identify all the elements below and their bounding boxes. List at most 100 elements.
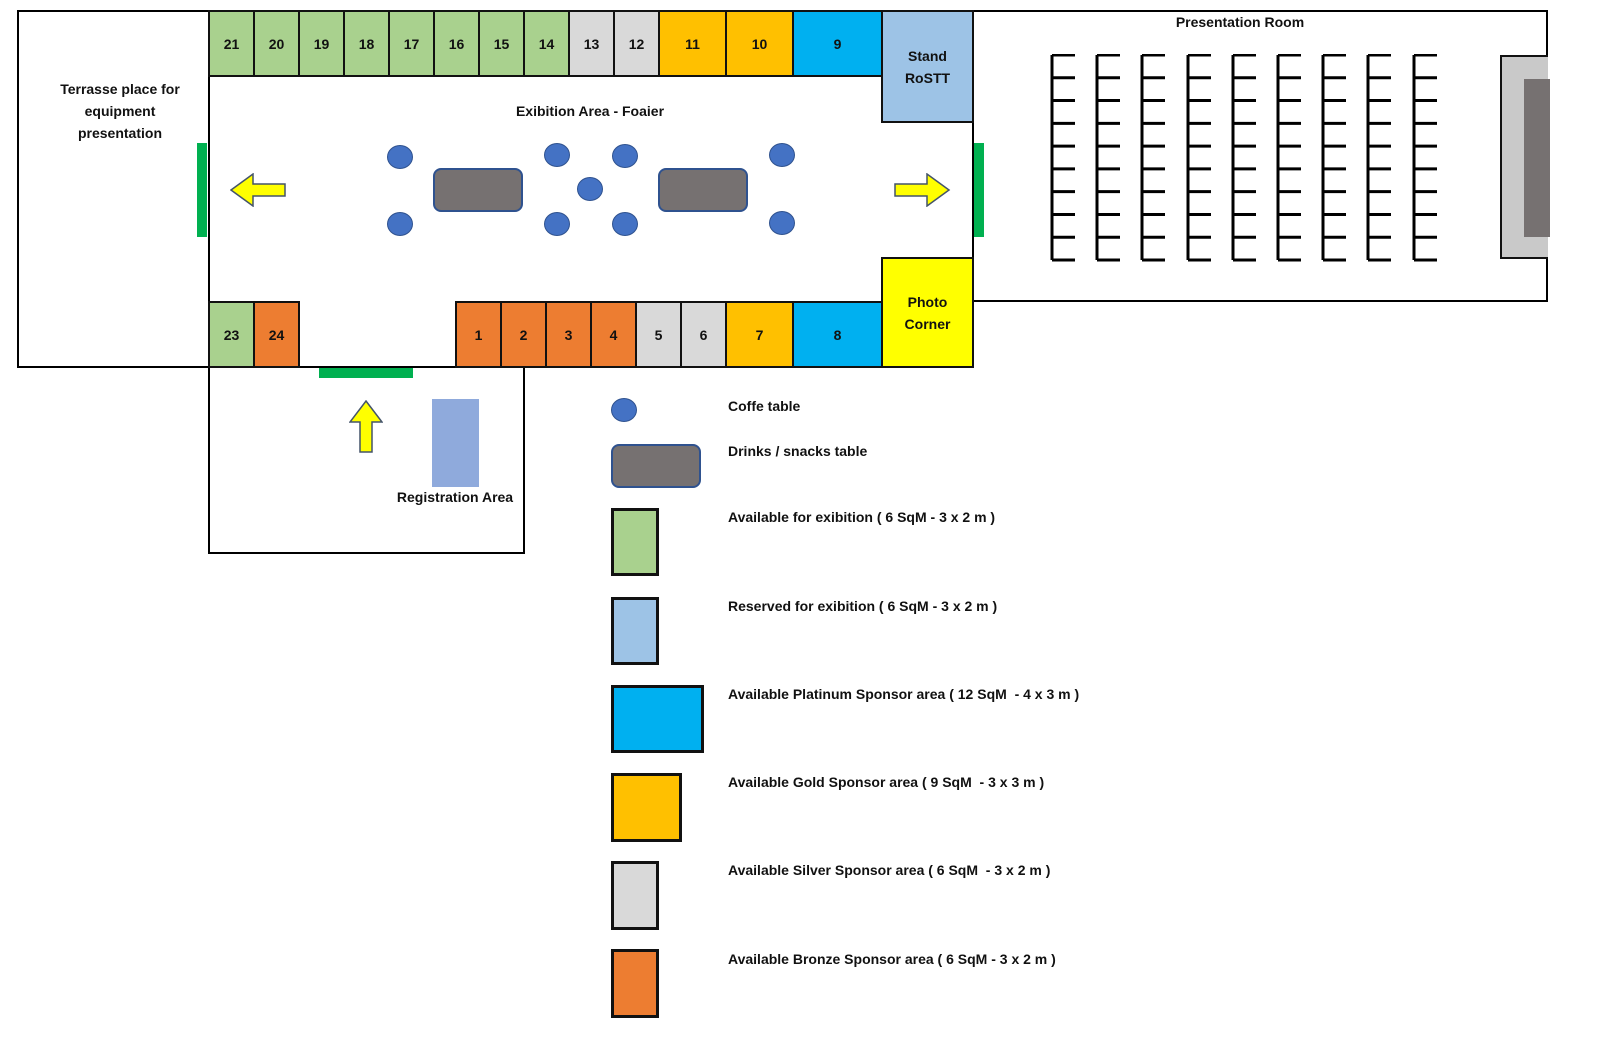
bottom-right-booth-row: 1 2 3 4 5 6 7 8: [455, 301, 883, 368]
legend-swatch-platinum: [611, 685, 704, 753]
chair-row: [1412, 54, 1437, 262]
top-booth-row: 21 20 19 18 17 16 15 14 13 12 11 10 9: [208, 10, 883, 77]
booth-9[interactable]: 9: [792, 10, 883, 77]
booth-17[interactable]: 17: [388, 10, 435, 77]
booth-number: 2: [519, 326, 528, 343]
door-right[interactable]: [974, 143, 984, 237]
stage-screen: [1524, 79, 1550, 237]
booth-10[interactable]: 10: [725, 10, 794, 77]
legend-label: Reserved for exibition ( 6 SqM - 3 x 2 m…: [728, 598, 998, 614]
booth-15[interactable]: 15: [478, 10, 525, 77]
chair-row: [1140, 54, 1166, 262]
chair-row: [1050, 54, 1075, 262]
booth-24[interactable]: 24: [253, 301, 300, 368]
legend-label: Coffe table: [728, 398, 801, 414]
booth-6[interactable]: 6: [680, 301, 727, 368]
bottom-left-booth-row: 23 24: [208, 301, 300, 368]
terrace-label: Terrasse place for equipment presentatio…: [60, 81, 180, 141]
booth-number: 15: [493, 35, 510, 52]
booth-5[interactable]: 5: [635, 301, 682, 368]
door-left[interactable]: [197, 143, 207, 237]
booth-number: 13: [583, 35, 600, 52]
legend-swatch-gold: [611, 773, 682, 842]
legend-label: Available Bronze Sponsor area ( 6 SqM - …: [728, 951, 1056, 967]
stand-rostt-label: Stand RoSTT: [904, 47, 951, 86]
legend-label: Available Silver Sponsor area ( 6 SqM - …: [728, 862, 1051, 878]
booth-number: 18: [358, 35, 375, 52]
legend-label: Available Gold Sponsor area ( 9 SqM - 3 …: [728, 774, 1045, 790]
snack-table: [658, 168, 748, 212]
booth-23[interactable]: 23: [208, 301, 255, 368]
arrow-right-icon: [893, 173, 951, 207]
booth-number: 3: [564, 326, 573, 343]
arrow-left-icon: [230, 173, 288, 207]
booth-18[interactable]: 18: [343, 10, 390, 77]
booth-number: 6: [699, 326, 708, 343]
registration-area-wall: [208, 366, 525, 554]
coffee-table: [544, 143, 570, 167]
booth-8[interactable]: 8: [792, 301, 883, 368]
booth-number: 16: [448, 35, 465, 52]
booth-number: 14: [538, 35, 555, 52]
registration-desk: [432, 399, 479, 487]
coffee-table: [769, 143, 795, 167]
booth-number: 5: [654, 326, 663, 343]
chair-row: [1321, 54, 1347, 262]
booth-number: 19: [313, 35, 330, 52]
coffee-table: [387, 145, 413, 169]
booth-20[interactable]: 20: [253, 10, 300, 77]
legend-label: Available Platinum Sponsor area ( 12 SqM…: [728, 686, 1080, 702]
photo-corner[interactable]: Photo Corner: [881, 257, 974, 368]
legend-label: Available for exibition ( 6 SqM - 3 x 2 …: [728, 509, 996, 525]
booth-21[interactable]: 21: [208, 10, 255, 77]
legend-coffee-table-icon: [611, 398, 637, 422]
chair-row: [1276, 54, 1301, 262]
stand-rostt[interactable]: Stand RoSTT: [881, 10, 974, 123]
booth-12[interactable]: 12: [613, 10, 660, 77]
snack-table: [433, 168, 523, 212]
booth-number: 17: [403, 35, 420, 52]
booth-1[interactable]: 1: [455, 301, 502, 368]
terrace-wall: [17, 10, 210, 368]
booth-11[interactable]: 11: [658, 10, 727, 77]
coffee-table: [612, 212, 638, 236]
chair-row: [1186, 54, 1211, 262]
registration-label: Registration Area: [396, 489, 514, 505]
legend-swatch-silver: [611, 861, 659, 930]
booth-number: 11: [685, 35, 700, 52]
stage: [1500, 55, 1550, 259]
booth-14[interactable]: 14: [523, 10, 570, 77]
booth-number: 20: [268, 35, 285, 52]
booth-number: 10: [751, 35, 768, 52]
booth-3[interactable]: 3: [545, 301, 592, 368]
booth-2[interactable]: 2: [500, 301, 547, 368]
chair-row: [1366, 54, 1392, 262]
coffee-table: [577, 177, 603, 201]
legend-label: Drinks / snacks table: [728, 443, 868, 459]
booth-number: 21: [223, 35, 240, 52]
chair-row: [1095, 54, 1121, 262]
door-entrance[interactable]: [319, 368, 413, 378]
legend-swatch-available-exhibition: [611, 508, 659, 576]
booth-number: 8: [833, 326, 842, 343]
coffee-table: [544, 212, 570, 236]
booth-number: 24: [268, 326, 285, 343]
booth-19[interactable]: 19: [298, 10, 345, 77]
coffee-table: [387, 212, 413, 236]
booth-number: 1: [474, 326, 483, 343]
coffee-table: [612, 144, 638, 168]
booth-4[interactable]: 4: [590, 301, 637, 368]
photo-corner-label: Photo Corner: [904, 293, 951, 332]
booth-number: 23: [223, 326, 240, 343]
coffee-table: [769, 211, 795, 235]
booth-7[interactable]: 7: [725, 301, 794, 368]
booth-number: 7: [755, 326, 764, 343]
arrow-up-icon: [349, 400, 383, 454]
booth-number: 4: [609, 326, 618, 343]
booth-13[interactable]: 13: [568, 10, 615, 77]
legend-swatch-reserved-exhibition: [611, 597, 659, 665]
presentation-room-label: Presentation Room: [1175, 14, 1305, 30]
foyer-label: Exibition Area - Foaier: [515, 103, 665, 119]
booth-number: 9: [833, 35, 842, 52]
booth-16[interactable]: 16: [433, 10, 480, 77]
